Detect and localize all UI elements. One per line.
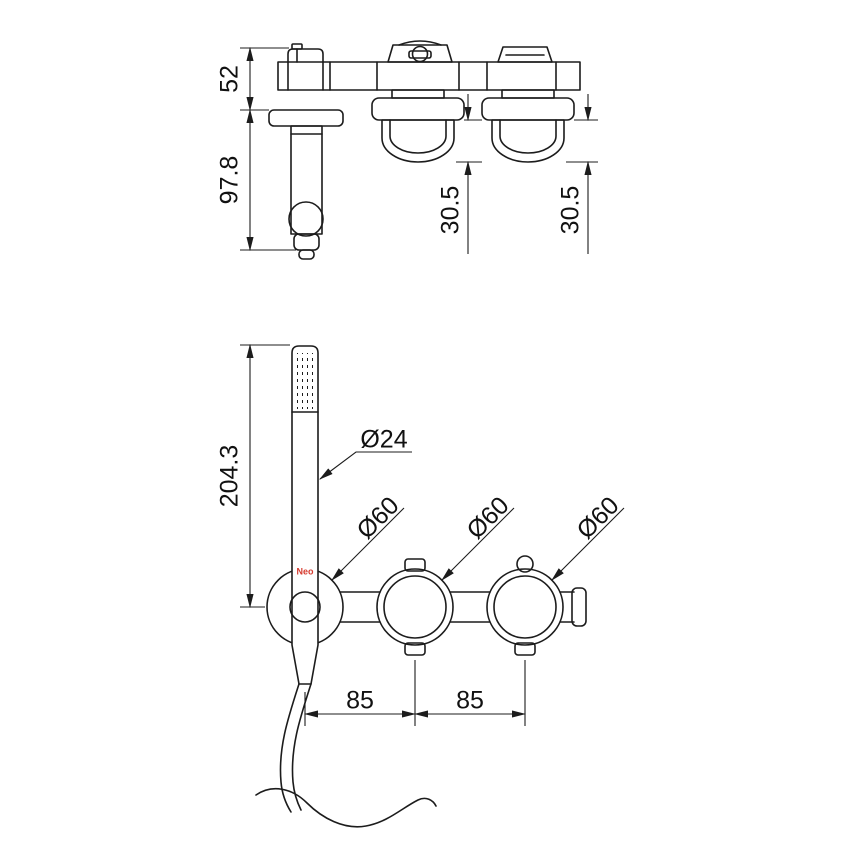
front-view-dimensions: 204.3 Ø24 Ø60 Ø60 Ø60 85 85 — [216, 343, 625, 726]
dim-52-label: 52 — [216, 65, 244, 93]
bar-end-cap — [571, 587, 587, 627]
top-view — [268, 40, 581, 260]
shower-hose — [279, 683, 312, 813]
rosette-mid — [376, 568, 454, 646]
dim-d60-left-label: Ø60 — [351, 491, 404, 544]
top-view-dimensions: 52 97.8 30.5 30.5 — [216, 46, 598, 254]
dim-30-5-right-label: 30.5 — [557, 186, 585, 235]
valve-body-mid — [371, 89, 465, 163]
right-rosette-bottom-tab — [514, 642, 536, 656]
dim-30-5-mid-label: 30.5 — [437, 186, 465, 235]
dim-85-right-label: 85 — [456, 687, 484, 715]
dim-204-3-label: 204.3 — [216, 445, 244, 508]
spout-mount — [287, 43, 324, 63]
rosette-right — [486, 568, 564, 646]
mid-rosette-top-tab — [404, 558, 426, 572]
valve-body-right — [481, 89, 575, 163]
dim-d60-mid-label: Ø60 — [461, 491, 514, 544]
diverter-knob-top — [387, 40, 453, 63]
spray-face — [294, 353, 316, 409]
valve-knob-top — [497, 46, 553, 63]
spout-side — [268, 109, 344, 260]
mixer-bar-front — [339, 587, 587, 627]
hand-shower: Neo — [291, 345, 319, 685]
wavy-break-line — [255, 787, 437, 828]
dim-85-left-label: 85 — [346, 687, 374, 715]
brand-label: Neo — [296, 566, 314, 576]
front-view: Neo — [255, 345, 587, 828]
holder-ring — [289, 591, 321, 623]
right-rosette-button — [516, 555, 534, 573]
dim-97-8-label: 97.8 — [216, 156, 244, 205]
mid-rosette-bottom-tab — [404, 642, 426, 656]
dim-d24-label: Ø24 — [360, 426, 407, 454]
dim-d60-right-label: Ø60 — [571, 491, 624, 544]
